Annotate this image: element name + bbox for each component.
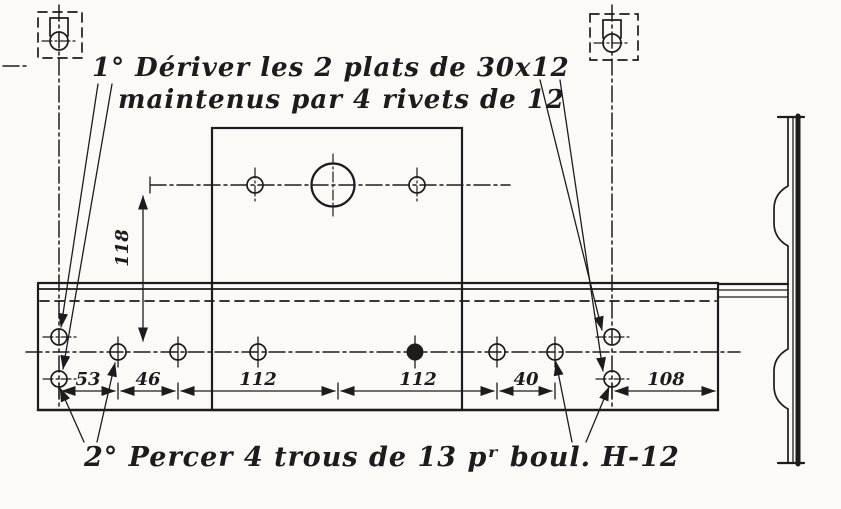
leader-arrow: [539, 79, 604, 331]
rivet-hole: [488, 343, 506, 361]
annotation-step2: 2° Percer 4 trous de 13 pʳ boul. H-12: [83, 442, 680, 473]
dimension-text-46: 46: [135, 369, 161, 390]
top-right-rivet-reference: [589, 4, 639, 411]
rivet-hole: [169, 343, 187, 361]
leader-arrow: [559, 79, 606, 372]
bar-holes: [42, 328, 630, 388]
annotation-step1-line2: maintenus par 4 rivets de 12: [118, 85, 565, 115]
gusset-plate-outline: [210, 126, 464, 412]
leader-arrow: [553, 361, 573, 443]
leader-arrow: [60, 83, 113, 370]
dimension-text-108: 108: [647, 369, 685, 390]
leader-arrow: [96, 362, 117, 443]
dimension-text-53: 53: [75, 369, 100, 390]
bolt-hole: [603, 328, 621, 346]
beam-connection-lines: [716, 282, 790, 298]
filled-rivet: [406, 343, 424, 361]
rivet-hole: [109, 343, 127, 361]
flat-bar: [25, 281, 741, 412]
leader-arrow: [585, 386, 610, 443]
rivet-hole: [408, 176, 426, 194]
annotation-step1-line1: 1° Dériver les 2 plats de 30x12: [92, 53, 570, 83]
dimension-vertical-118: 118: [112, 195, 149, 342]
dimension-text-118: 118: [112, 229, 133, 267]
dimension-chain: 53 46 112 112 40 108: [58, 369, 719, 400]
dimension-text-112-left: 112: [239, 369, 277, 390]
bolt-hole: [50, 328, 68, 346]
rivet-hole: [249, 343, 267, 361]
dimension-text-112-right: 112: [399, 369, 437, 390]
top-left-rivet-reference: [37, 4, 83, 411]
rivet-dashed-box: [589, 13, 639, 61]
leader-arrow: [59, 387, 85, 443]
dimension-text-40: 40: [513, 369, 539, 390]
rivet-hole: [546, 343, 564, 361]
note1-leader-lines: [58, 79, 606, 372]
large-bolt-hole: [310, 162, 356, 208]
rivet-dashed-box: [37, 11, 83, 59]
note2-leader-lines: [59, 361, 610, 443]
leader-arrow: [58, 83, 99, 328]
rivet-hole: [246, 176, 264, 194]
upper-hole-row: [149, 153, 511, 217]
